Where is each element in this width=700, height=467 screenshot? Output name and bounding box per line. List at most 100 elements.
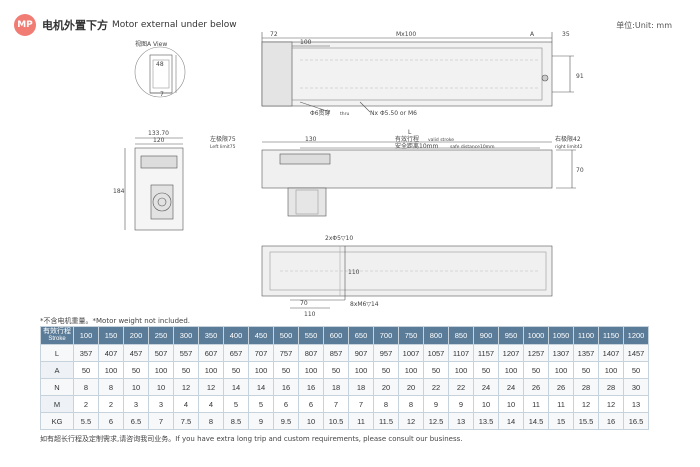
table-cell: 10: [498, 395, 524, 413]
table-cell: 12: [173, 378, 199, 396]
table-cell: 7.5: [173, 412, 199, 430]
table-cell: 9: [248, 412, 274, 430]
dim-a: A: [530, 31, 535, 38]
table-cell: 4: [198, 395, 224, 413]
hole-6: Φ6贯穿: [310, 109, 331, 117]
bottom-view-drawing: [261, 245, 553, 309]
safety-label-en: safe distance10mm: [450, 144, 494, 150]
table-cell: 1257: [523, 344, 549, 362]
table-cell: 24: [473, 378, 499, 396]
table-cell: 1107: [448, 344, 474, 362]
stroke-value-header: 1100: [573, 326, 599, 345]
stroke-value-header: 150: [98, 326, 124, 345]
table-cell: 18: [348, 378, 374, 396]
dim-184: 184: [113, 188, 125, 195]
table-cell: 16: [273, 378, 299, 396]
stroke-value-header: 700: [373, 326, 399, 345]
table-cell: 20: [373, 378, 399, 396]
table-cell: 507: [148, 344, 174, 362]
table-cell: 22: [448, 378, 474, 396]
table-cell: 50: [273, 361, 299, 379]
table-cell: 757: [273, 344, 299, 362]
stroke-value-header: 500: [273, 326, 299, 345]
table-cell: 8: [373, 395, 399, 413]
table-cell: 50: [173, 361, 199, 379]
left-limit-en: Left limit75: [210, 144, 236, 150]
table-cell: 1057: [423, 344, 449, 362]
table-cell: 12.5: [423, 412, 449, 430]
right-limit-label: 右极限42: [555, 135, 581, 143]
stroke-value-header: 950: [498, 326, 524, 345]
dim-100: 100: [300, 39, 312, 46]
stroke-value-header: 550: [298, 326, 324, 345]
table-cell: 9: [423, 395, 449, 413]
footer-note: 如有超长行程及定制需求,请咨询我司业务。If you have extra lo…: [40, 435, 463, 443]
dim-133-70: 133.70: [148, 130, 169, 137]
table-cell: 50: [123, 361, 149, 379]
table-cell: 100: [298, 361, 324, 379]
table-cell: 8.5: [223, 412, 249, 430]
table-cell: 14.5: [523, 412, 549, 430]
row-label: N: [40, 378, 74, 396]
table-cell: 20: [398, 378, 424, 396]
stroke-label-cn: 有效行程: [395, 135, 419, 143]
dim-91: 91: [576, 73, 584, 80]
table-cell: 22: [423, 378, 449, 396]
table-cell: 8: [398, 395, 424, 413]
unit-label: 单位:Unit: mm: [616, 21, 672, 30]
table-cell: 50: [223, 361, 249, 379]
hole-thru: thru: [340, 111, 349, 117]
stroke-value-header: 1150: [598, 326, 624, 345]
table-cell: 28: [573, 378, 599, 396]
end-view-drawing: [124, 137, 184, 231]
table-cell: 8: [198, 412, 224, 430]
table-cell: 1007: [398, 344, 424, 362]
table-cell: 357: [73, 344, 99, 362]
table-cell: 9.5: [273, 412, 299, 430]
table-cell: 7: [348, 395, 374, 413]
table-cell: 907: [348, 344, 374, 362]
dim-48: 48: [156, 61, 164, 68]
stroke-value-header: 1000: [523, 326, 549, 345]
table-cell: 11: [548, 395, 574, 413]
table-cell: 13: [448, 412, 474, 430]
table-cell: 857: [323, 344, 349, 362]
table-cell: 10: [148, 378, 174, 396]
dim-120: 120: [153, 137, 165, 144]
table-cell: 11: [523, 395, 549, 413]
table-cell: 6: [98, 412, 124, 430]
table-cell: 30: [623, 378, 649, 396]
table-cell: 7: [148, 412, 174, 430]
stroke-value-header: 450: [248, 326, 274, 345]
table-cell: 28: [598, 378, 624, 396]
table-cell: 12: [573, 395, 599, 413]
table-cell: 100: [348, 361, 374, 379]
table-cell: 1307: [548, 344, 574, 362]
stroke-label-en: valid stroke: [428, 137, 454, 143]
page-title: 电机外置下方: [42, 19, 108, 32]
dim-130: 130: [305, 136, 317, 143]
table-cell: 957: [373, 344, 399, 362]
table-cell: 14: [248, 378, 274, 396]
table-cell: 50: [573, 361, 599, 379]
table-cell: 100: [198, 361, 224, 379]
stroke-value-header: 850: [448, 326, 474, 345]
stroke-value-header: 200: [123, 326, 149, 345]
table-cell: 557: [173, 344, 199, 362]
table-cell: 2: [73, 395, 99, 413]
motor-weight-note: *不含电机重量。*Motor weight not included.: [40, 317, 190, 325]
hole-nx: Nx Φ5.50 or M6: [370, 110, 417, 117]
table-cell: 807: [298, 344, 324, 362]
dim-l: L: [408, 129, 412, 136]
table-cell: 50: [323, 361, 349, 379]
table-cell: 5.5: [73, 412, 99, 430]
stroke-value-header: 100: [73, 326, 99, 345]
table-cell: 6: [273, 395, 299, 413]
table-cell: 407: [98, 344, 124, 362]
table-cell: 5: [248, 395, 274, 413]
table-cell: 50: [523, 361, 549, 379]
table-cell: 707: [248, 344, 274, 362]
